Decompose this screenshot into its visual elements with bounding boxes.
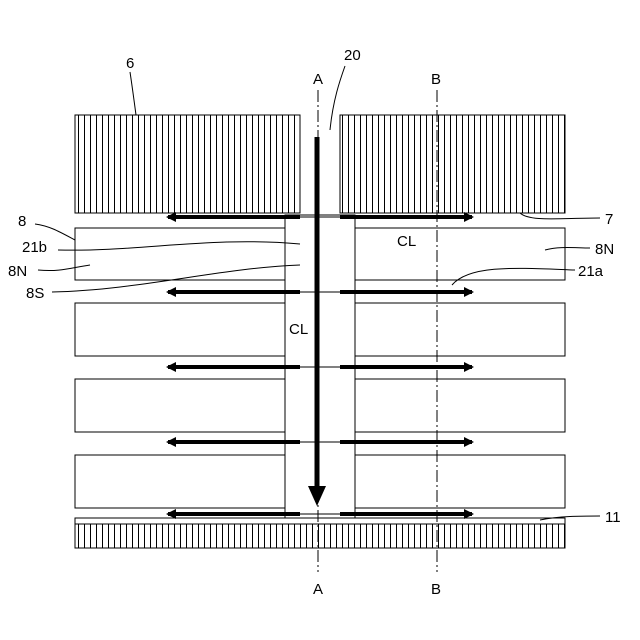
label-ref-21b: 21b (22, 239, 47, 256)
label-cl-top: CL (397, 233, 416, 250)
label-ref-8n-right: 8N (595, 241, 614, 258)
label-ref-8: 8 (18, 213, 26, 230)
label-section-a-top: A (313, 71, 323, 88)
bottom-plate (75, 518, 565, 548)
stator-block-right (340, 115, 565, 213)
stator-block-left (75, 115, 300, 213)
label-section-a-bottom: A (313, 581, 323, 598)
label-ref-20: 20 (344, 47, 361, 64)
label-cl-mid: CL (289, 321, 308, 338)
label-ref-8n-left: 8N (8, 263, 27, 280)
label-section-b-bottom: B (431, 581, 441, 598)
label-ref-6: 6 (126, 55, 134, 72)
label-ref-21a: 21a (578, 263, 604, 280)
label-section-b-top: B (431, 71, 441, 88)
label-ref-8s: 8S (26, 285, 44, 302)
label-ref-7: 7 (605, 211, 613, 228)
label-ref-11: 11 (605, 509, 621, 526)
